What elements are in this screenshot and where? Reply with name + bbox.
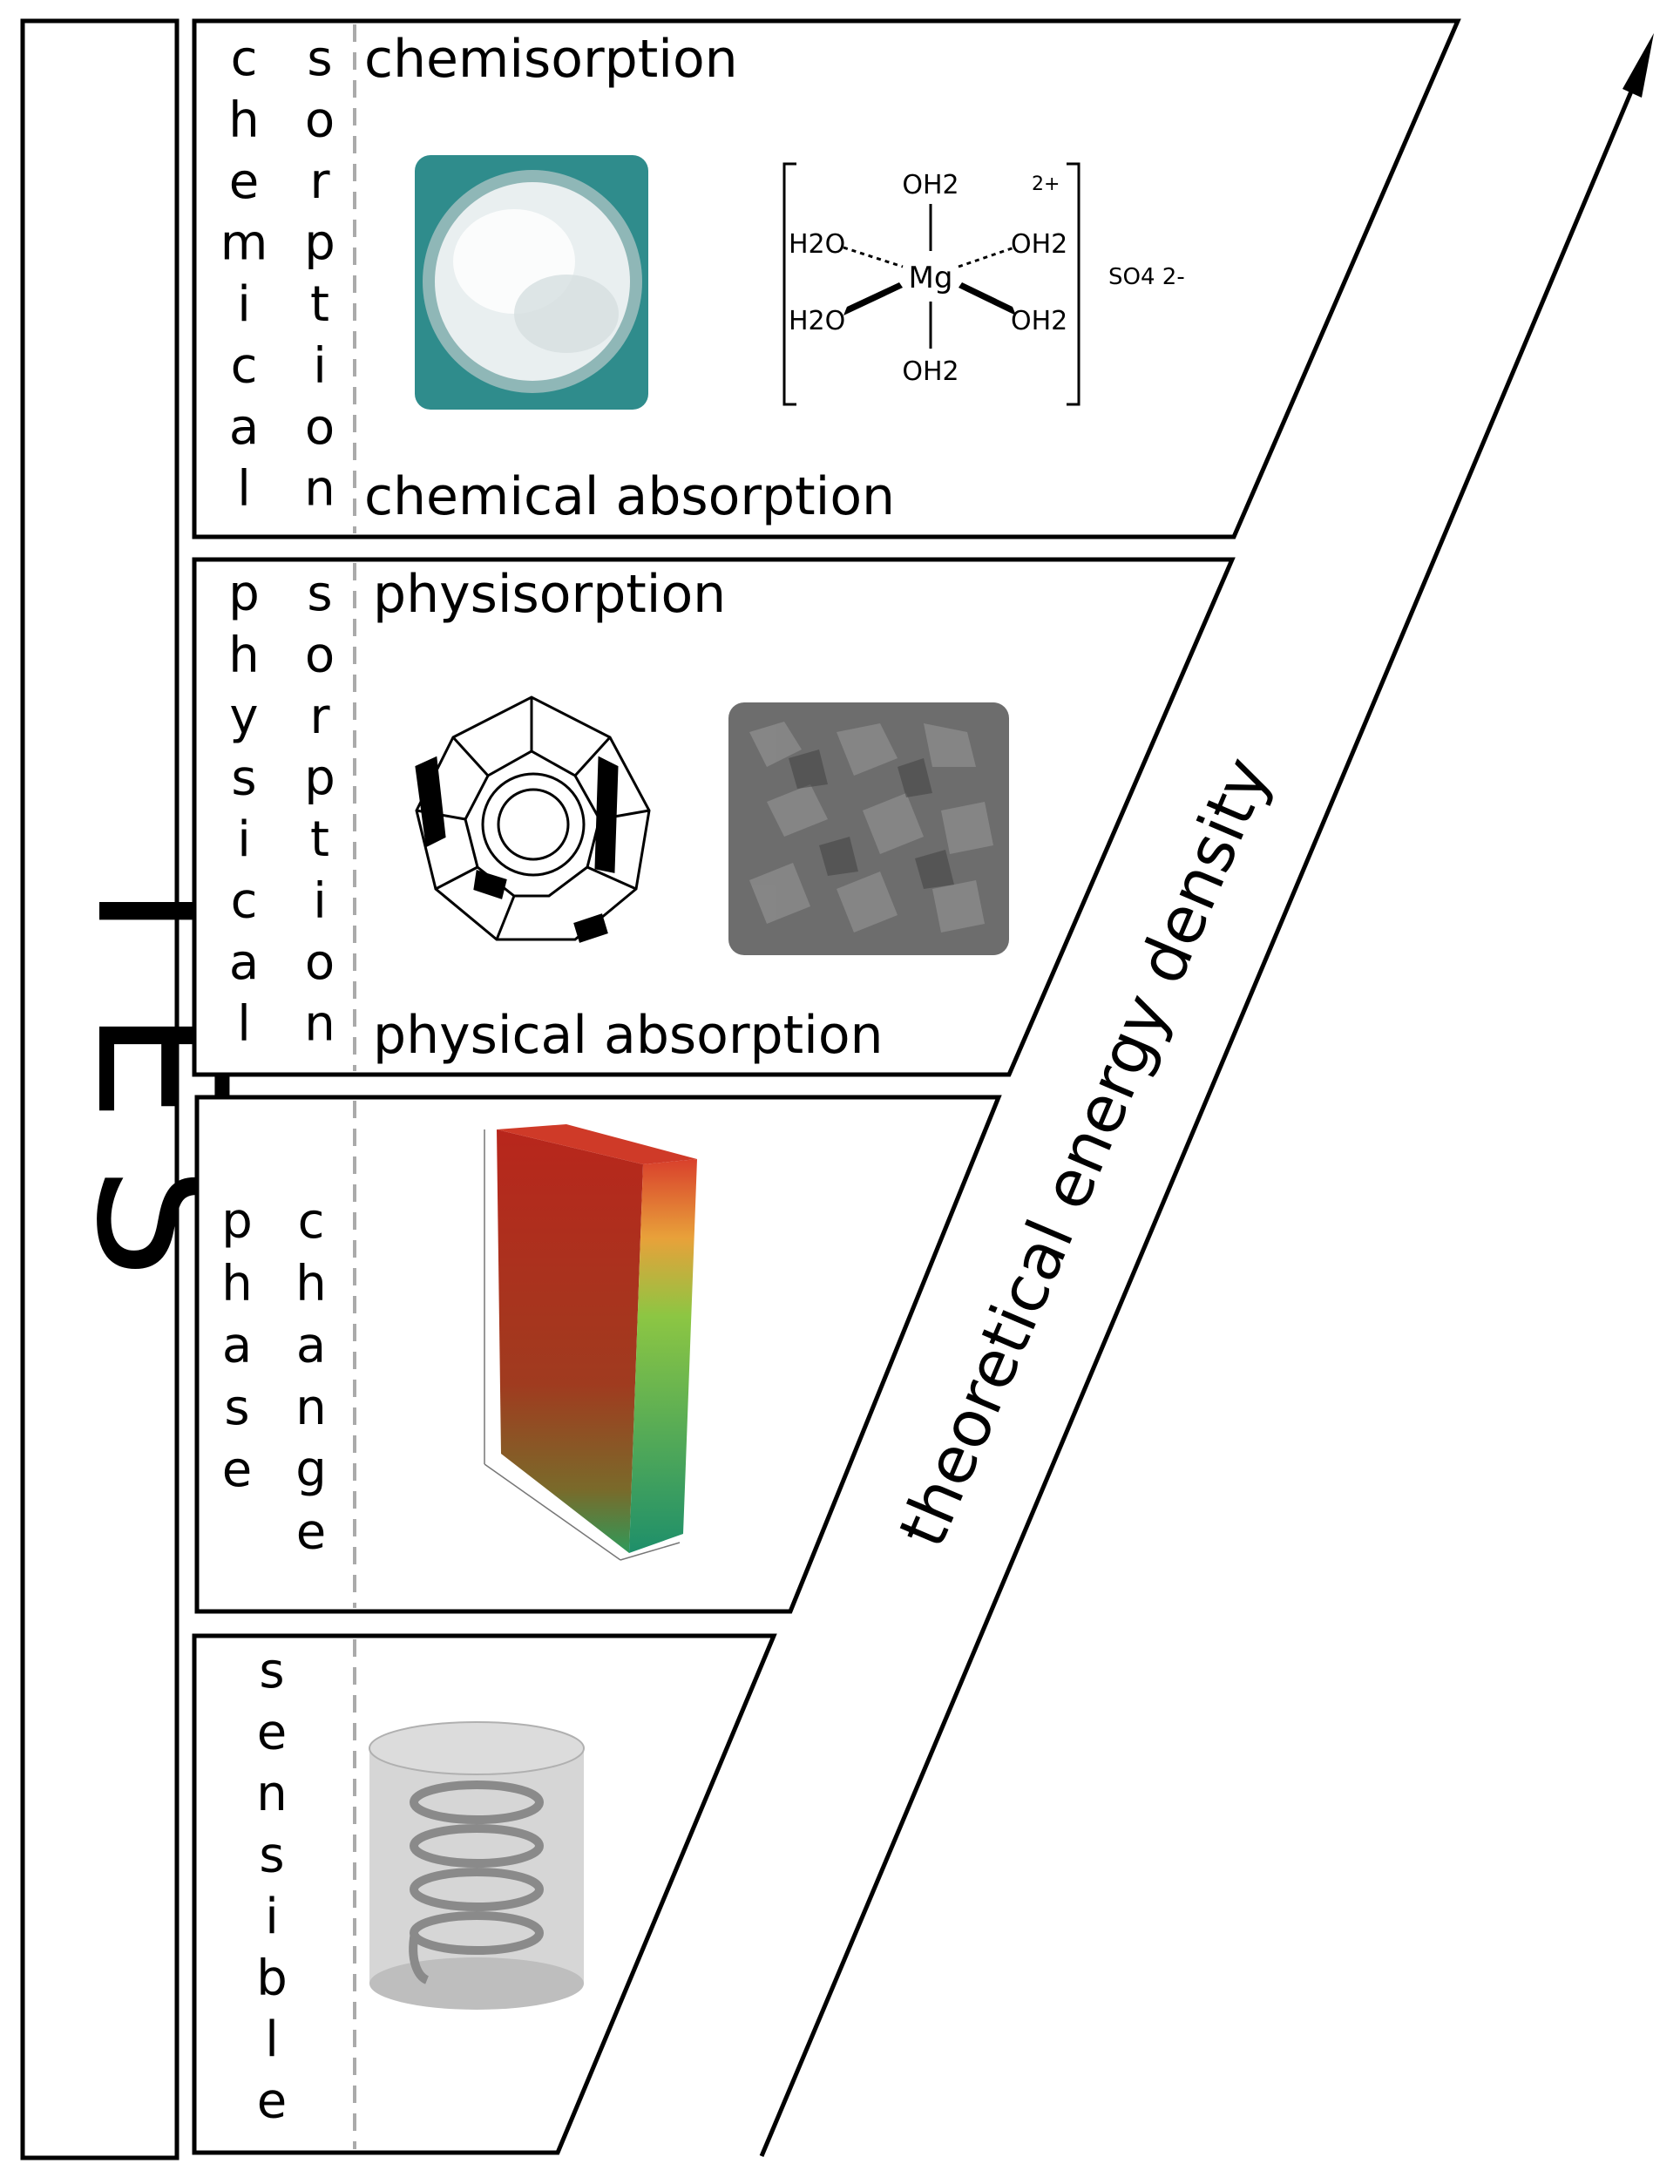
formula-counter-ion: SO4 2- [1108,264,1185,290]
chemisorption-label: chemisorption [364,29,738,90]
sensible-tank-image [369,1721,585,2010]
sem-micrograph-image [728,702,1009,955]
formula-charge: 2+ [1032,173,1060,195]
formula-right-down-ligand: OH2 [1011,306,1067,336]
formula-right-up-ligand: OH2 [1011,229,1067,260]
zeolite-structure-image [415,695,651,943]
formula-left-down-ligand: H2O [789,306,845,336]
arrow-head-icon [1622,33,1654,98]
salt-dish-image [415,155,648,410]
mg-complex-formula: Mg OH2 OH2 H2O H2O OH2 OH2 2+ SO4 2- [782,162,1185,406]
formula-center: Mg [909,261,953,295]
formula-left-up-ligand: H2O [789,229,845,260]
formula-bottom-ligand: OH2 [902,356,959,387]
physisorption-label: physisorption [373,564,726,625]
formula-top-ligand: OH2 [902,170,959,200]
tes-column-box [20,18,180,2160]
chemical-absorption-label: chemical absorption [364,466,895,527]
panel-chemical-sorption [192,18,1461,539]
panel-physical-sorption [192,557,1236,1077]
physical-absorption-label: physical absorption [373,1005,884,1066]
phase-change-plot-image [484,1124,697,1561]
